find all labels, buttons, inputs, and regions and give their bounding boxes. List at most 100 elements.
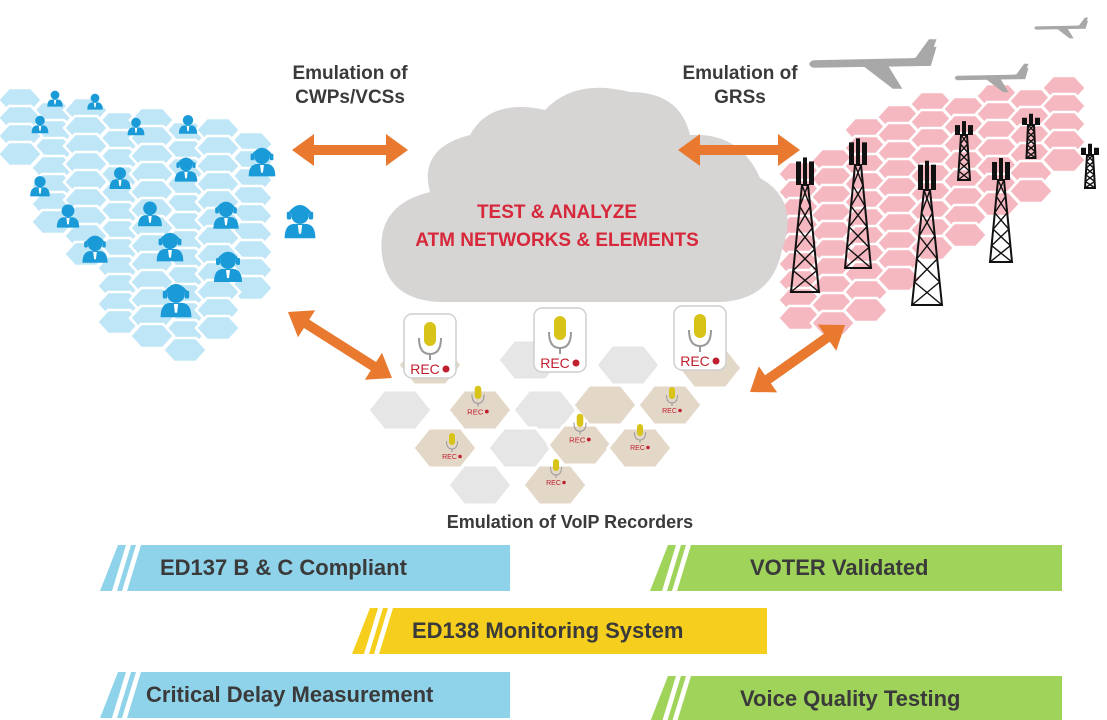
plane-fuselage [809,46,937,68]
headset-ear [250,153,255,161]
radio-tower-icon [910,160,944,306]
person-head [50,90,60,100]
person-icon [87,93,103,110]
tower-brace [852,164,862,186]
person-head [143,201,157,216]
person-head [131,117,141,128]
headset-band [251,147,273,157]
headset-ear [216,258,220,265]
banner-critical-delay: Critical Delay Measurement [100,672,510,718]
tower-brace [1026,150,1036,159]
rec-label: REC [540,355,570,371]
tower-brace [796,206,811,229]
rec-label: REC [630,445,645,452]
person-icon [31,115,49,134]
rec-label: REC [569,435,586,444]
tower-antenna [1005,161,1010,180]
person-icon [30,176,50,197]
tower-brace [794,248,818,272]
banner-slash-marks [662,676,691,720]
tower-antenna [992,161,997,180]
rec-dot [442,365,450,373]
person-tie [297,225,303,234]
tower-brace [920,212,936,237]
person-head [34,176,46,188]
arrow-shape [288,310,393,380]
rec-dot [586,437,591,442]
tower-brace [1027,124,1035,133]
arrow-shape [750,324,845,393]
person-head [90,93,100,103]
person-icon [127,117,145,136]
person-icon [214,251,242,282]
rec-label: REC [467,407,484,416]
tower-brace [799,206,814,229]
tower-brace [792,270,820,293]
tower-antenna [849,142,854,165]
tower-brace [799,184,809,207]
person-head [114,167,126,180]
tower-brace [848,205,866,228]
person-icon [174,157,198,182]
recorder-hex [594,343,662,387]
microphone-icon [449,433,455,445]
banner-critical-delay-text: Critical Delay Measurement [146,682,434,707]
headset-band [85,235,105,244]
plane-wing [1056,28,1074,39]
banner-slash [112,672,131,718]
tower-brace [995,179,1005,197]
tower-brace [1085,167,1095,176]
tower-brace [801,184,811,207]
person-tie [224,218,228,226]
banner-voice-quality-text: Voice Quality Testing [740,686,961,711]
tower-brace [846,226,868,248]
tower-antenna [931,164,936,190]
headset-band [217,251,239,261]
headset-band [163,283,189,294]
microphone-icon [669,387,675,399]
tower-brace [1026,144,1036,152]
banner-slash-marks [364,608,393,654]
rec-dot [712,357,720,365]
tower-brace [918,212,934,237]
grs-tower-cluster [776,74,1099,337]
person-tie [184,172,188,179]
banner-voter-text: VOTER Validated [750,555,929,580]
tower-brace [852,185,866,207]
person-tie [134,128,138,133]
person-head [291,206,309,224]
headset-ear [158,238,163,246]
plane-wing [860,64,903,89]
tower-brace [854,164,864,186]
people-hex [0,140,44,168]
person-tie [66,218,70,225]
tower-antenna [999,157,1003,180]
tower-brace [994,196,1007,214]
tower-antenna [1035,117,1040,125]
mic-holder [471,394,485,404]
radio-tower-icon [789,157,821,293]
headset-band [177,157,195,165]
microphone-icon [637,424,643,436]
microphone-icon [554,316,566,340]
microphone-icon [553,459,559,471]
headset-ear [177,238,182,246]
plane-wing [984,78,1009,93]
tower-brace [1086,154,1094,163]
arrows-group [288,134,845,393]
person-icon [47,90,63,107]
voip-recorder-icon: REC [442,433,462,461]
tower-brace [959,143,969,154]
plane-fuselage [954,68,1029,81]
person-tie [38,126,42,131]
person-icon [178,114,198,134]
double-arrow [292,134,408,166]
people-hex [194,314,242,342]
banner-slash-marks [112,545,141,591]
tower-brace [920,189,931,214]
banner-slash [122,672,141,718]
